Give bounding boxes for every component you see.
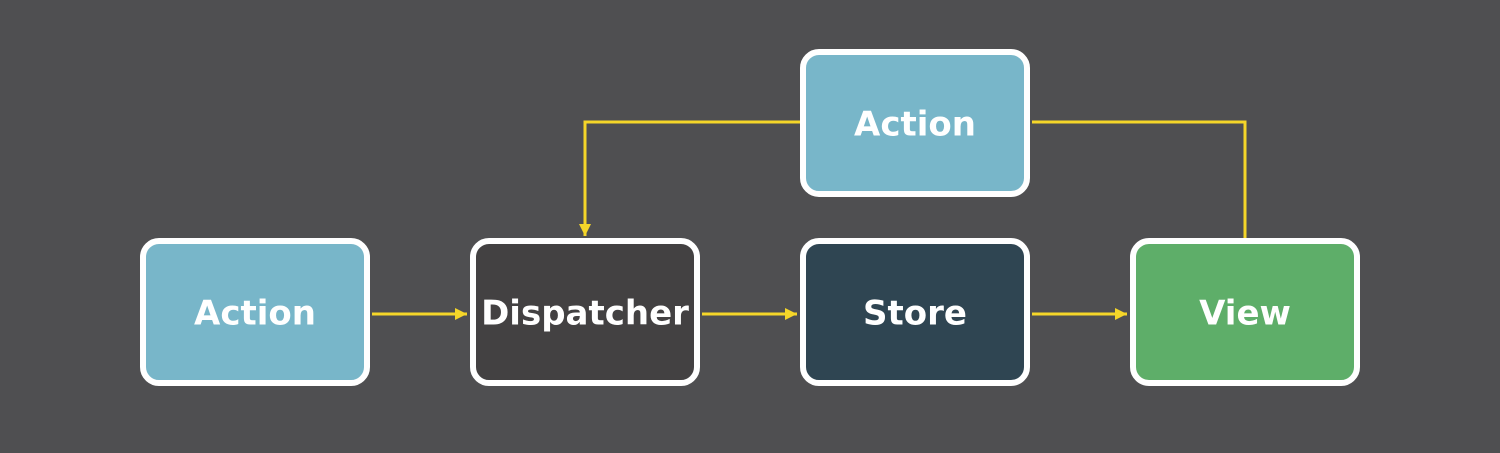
store-box-shape (800, 238, 1030, 386)
action-box-feedback: Action (800, 49, 1030, 197)
store-box-label: Store (863, 294, 967, 334)
action-box: Action (140, 238, 370, 386)
action-box-feedback-label: Action (854, 105, 976, 145)
view-box: View (1130, 238, 1360, 386)
action-box-shape (140, 238, 370, 386)
view-box-shape (1130, 238, 1360, 386)
dispatcher-box: Dispatcher (470, 238, 700, 386)
dispatcher-box-shape (470, 238, 700, 386)
action-box-feedback-shape (800, 49, 1030, 197)
store-box: Store (800, 238, 1030, 386)
line-view-to-action (1032, 120, 1247, 238)
action-box-label: Action (194, 294, 316, 334)
dispatcher-box-label: Dispatcher (481, 294, 689, 334)
view-box-label: View (1199, 294, 1291, 334)
arrow-action-to-dispatcher-feedback (579, 120, 800, 236)
